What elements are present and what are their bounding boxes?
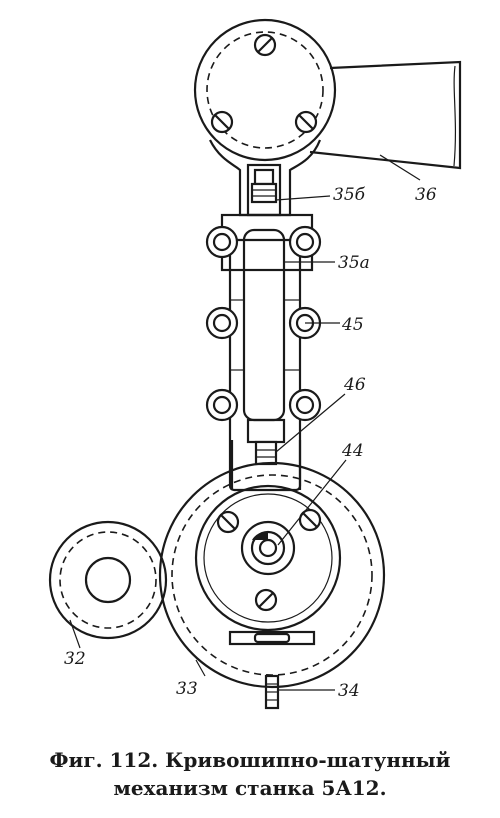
slot-guide bbox=[228, 630, 316, 646]
label-33: 33 bbox=[176, 679, 198, 699]
top-disk bbox=[193, 18, 337, 162]
top-disk-screw-left bbox=[210, 110, 234, 134]
fork-clamp bbox=[209, 139, 322, 217]
label-32: 32 bbox=[64, 649, 86, 669]
bolt-pair-3 bbox=[205, 388, 322, 422]
crank-mechanism-drawing: 36 35б 35а 45 46 44 32 33 34 bbox=[48, 18, 462, 710]
label-35b: 35б bbox=[333, 185, 366, 205]
connecting-rod-lower bbox=[230, 440, 302, 490]
wheel-screw-left bbox=[216, 510, 240, 534]
figure-caption-line-1: Фиг. 112. Кривошипно-шатунный bbox=[49, 748, 451, 772]
top-disk-screw-top bbox=[253, 33, 277, 57]
bolt-pair-1 bbox=[205, 225, 322, 259]
bolt-pair-2 bbox=[205, 306, 322, 340]
crank-wheel-33 bbox=[158, 461, 386, 689]
gear-32 bbox=[48, 520, 168, 640]
label-46: 46 bbox=[343, 375, 366, 395]
crank-pin-44 bbox=[240, 520, 296, 576]
wheel-screw-bottom bbox=[254, 588, 278, 612]
screw-34 bbox=[264, 674, 280, 710]
label-34: 34 bbox=[338, 681, 360, 701]
label-44: 44 bbox=[341, 441, 364, 461]
arm-36 bbox=[309, 60, 462, 170]
label-45: 45 bbox=[341, 315, 364, 335]
label-35a: 35а bbox=[338, 253, 370, 273]
top-disk-screw-right bbox=[294, 110, 318, 134]
leader-lines bbox=[69, 154, 421, 691]
label-36: 36 bbox=[415, 185, 437, 205]
wheel-screw-right bbox=[298, 508, 322, 532]
adjusting-nut-46 bbox=[246, 418, 286, 466]
figure-caption-line-2: механизм станка 5А12. bbox=[113, 776, 387, 800]
